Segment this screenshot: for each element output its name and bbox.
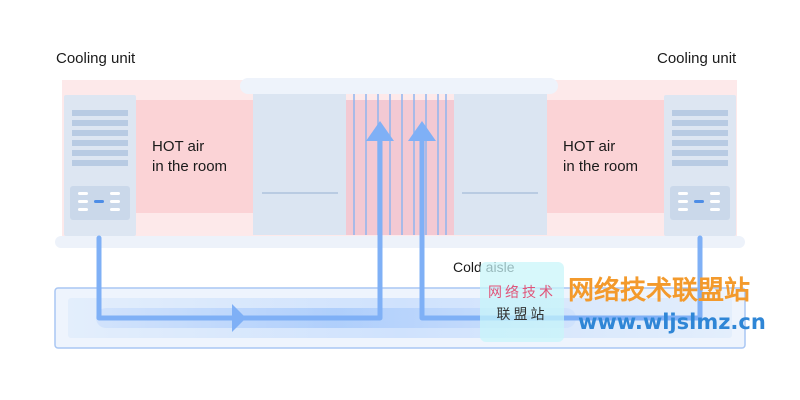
cooling-unit-left-label: Cooling unit	[56, 50, 136, 67]
hot-zone-right	[545, 100, 665, 213]
hot-air-left-label: HOT air in the room	[152, 137, 227, 177]
server-rack-left	[253, 94, 346, 235]
hot-air-left-line2: in the room	[152, 158, 228, 175]
watermark-badge-line1: 网络技术	[488, 284, 556, 300]
hot-air-right-label: HOT air in the room	[563, 137, 638, 177]
watermark-url: www.wljslmz.cn	[578, 310, 766, 334]
cooling-unit-left	[64, 95, 136, 236]
hot-air-right-line2: in the room	[563, 158, 639, 175]
watermark-title: 网络技术联盟站	[568, 276, 751, 306]
server-rack-right	[454, 94, 547, 235]
hot-air-left-line1: HOT air	[152, 138, 205, 155]
cooling-unit-right-label: Cooling unit	[657, 50, 737, 67]
airflow-arrow-up-left	[366, 121, 394, 141]
airflow-arrow-right	[232, 304, 246, 332]
airflow-arrow-up-right	[408, 121, 436, 141]
hot-air-right-line1: HOT air	[563, 138, 616, 155]
watermark-badge-line2: 联盟站	[496, 306, 548, 322]
cooling-unit-right	[664, 95, 736, 236]
ceiling-rail	[240, 78, 558, 94]
contained-aisle	[346, 100, 454, 235]
raised-floor	[55, 236, 745, 248]
watermark-badge: 网络技术 联盟站	[480, 262, 564, 342]
hot-zone-left	[135, 100, 255, 213]
